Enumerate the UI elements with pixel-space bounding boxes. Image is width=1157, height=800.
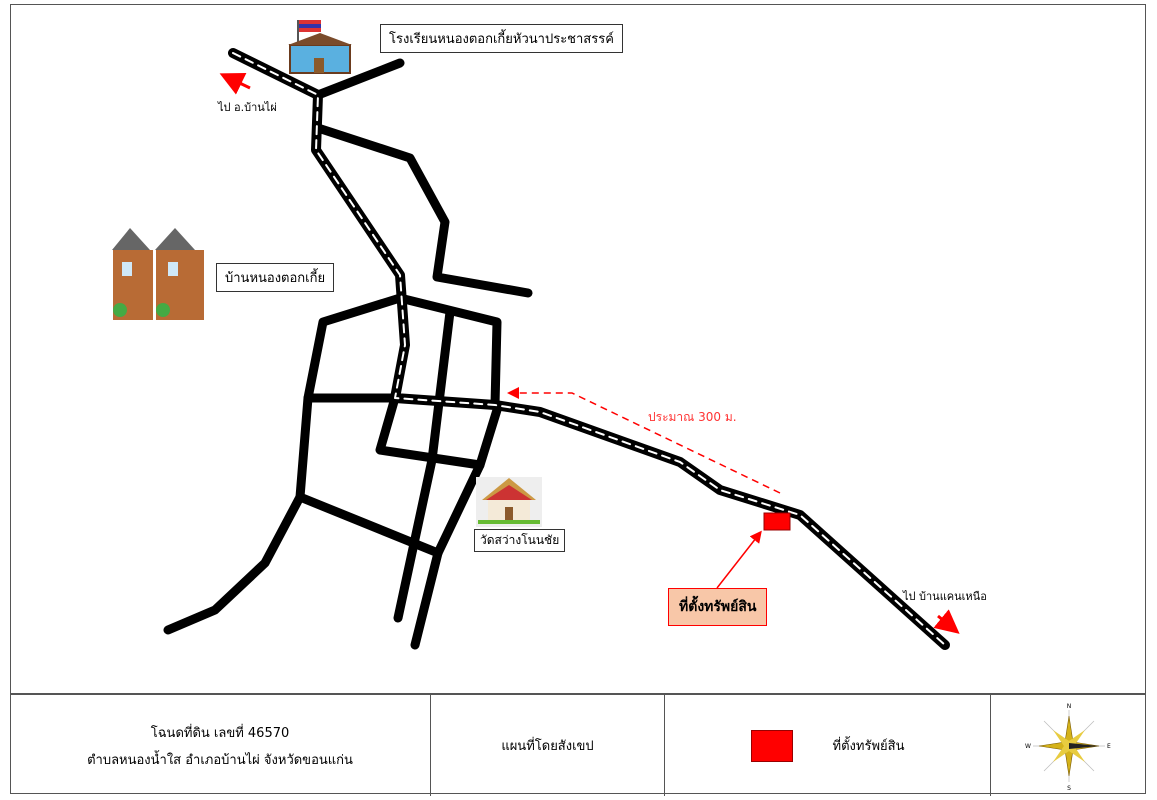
temple-icon [476,477,542,527]
property-label: ที่ตั้งทรัพย์สิน [668,588,768,626]
legend-title-cell: แผนที่โดยสังเขป [431,695,665,796]
property-symbol [750,729,793,762]
legend-table: โฉนดที่ดิน เลขที่ 46570 ตำบลหนองน้ำใส อำ… [10,693,1146,796]
compass-s: S [1067,785,1071,791]
road-east-south [433,405,502,558]
map-frame [10,4,1146,794]
compass-n: N [1066,703,1071,710]
road-north-loop [313,123,533,298]
to-ban-khaen-label: ไป บ้านแคนเหนือ [903,590,987,603]
arrow-to-ban-khaen [933,609,960,634]
compass-w: W [1025,743,1031,750]
property-symbol-label: ที่ตั้งทรัพย์สิน [832,739,905,754]
road-grid-west [295,393,443,650]
compass-e: E [1107,743,1111,750]
distance-label: ประมาณ 300 ม. [648,410,737,424]
legend-symbol-cell: ที่ตั้งทรัพย์สิน [665,695,991,796]
property-pointer [716,530,762,589]
village-label: บ้านหนองตอกเกี้ย [216,263,335,292]
road-grid-top [303,293,502,410]
road-school-east [313,58,405,100]
to-ban-phai-label: ไป อ.บ้านไผ่ [218,101,277,114]
highway [228,48,950,650]
house-icon [112,228,204,320]
road-southwest [163,492,305,635]
distance-arrow [507,387,781,494]
road-inner [375,393,485,470]
property-marker [763,512,791,531]
map-title: แผนที่โดยสังเขป [501,739,594,754]
deed-number: โฉนดที่ดิน เลขที่ 46570 [150,725,290,741]
legend-deed: โฉนดที่ดิน เลขที่ 46570 ตำบลหนองน้ำใส อำ… [10,695,431,796]
school-icon [288,20,352,74]
local-roads [163,58,533,650]
school-label: โรงเรียนหนองตอกเกี้ยหัวนาประชาสรรค์ [380,24,623,53]
compass-rose-icon: N S E W [1025,703,1111,791]
temple-label: วัดสว่างโนนชัย [474,529,566,552]
legend-compass-cell: N S E W [991,695,1146,796]
arrow-to-ban-phai [219,72,251,95]
deed-location: ตำบลหนองน้ำใส อำเภอบ้านไผ่ จังหวัดขอนแก่… [87,752,353,768]
